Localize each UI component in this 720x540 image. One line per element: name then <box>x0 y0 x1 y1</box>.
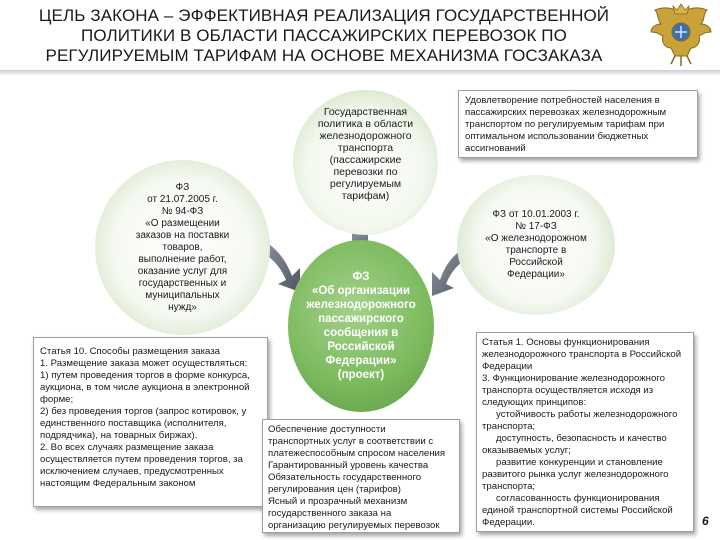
principles-box: Обеспечение доступности транспортных усл… <box>262 419 460 533</box>
box-line: Федерации. <box>482 517 535 528</box>
box-line: Статья 10. Способы размещения заказа <box>40 346 220 357</box>
article-10-box: Статья 10. Способы размещения заказа 1. … <box>33 337 268 507</box>
box-line: транспорта; <box>482 481 536 492</box>
box-line: транспортных услуг в соответствии с <box>268 436 434 447</box>
box-line: Ясный и прозрачный механизм <box>268 496 408 507</box>
goal-text-box: Удовлетворение потребностей населения в … <box>458 90 698 158</box>
circle-text: № 94-ФЗ <box>161 205 204 217</box>
circle-text: «О железнодорожном <box>485 233 587 244</box>
box-line: 3. Функционирование железнодорожного <box>482 373 665 384</box>
box-line: железнодорожного транспорта в Российской <box>482 349 682 360</box>
box-line: доступность, безопасность и качество <box>496 433 667 444</box>
box-line: государственного заказа на <box>268 508 392 519</box>
title-line-2: ПОЛИТИКИ В ОБЛАСТИ ПАССАЖИРСКИХ ПЕРЕВОЗО… <box>81 26 567 45</box>
box-line: единой транспортной системы Российской <box>482 505 673 516</box>
box-line: исключением случаев, предусмотренных <box>40 466 224 477</box>
circle-text: Российской <box>327 341 395 353</box>
box-line: аукциона, в том числе аукциона в электро… <box>40 382 250 393</box>
title-line-3: РЕГУЛИРУЕМЫМ ТАРИФАМ НА ОСНОВЕ МЕХАНИЗМА… <box>45 46 603 65</box>
circle-text: (проект) <box>337 369 385 381</box>
box-line: Гарантированный уровень качества <box>268 460 429 471</box>
circle-text: «О размещении <box>145 217 220 229</box>
article-1-box: Статья 1. Основы функционирования железн… <box>476 332 694 532</box>
law-17-fz-circle: ФЗ от 10.01.2003 г. № 17-ФЗ «О железнодо… <box>457 175 615 315</box>
circle-text: пассажирского <box>318 313 404 325</box>
box-line: оказываемых услуг; <box>482 445 571 456</box>
circle-text: (пассажирские <box>329 154 402 166</box>
box-line: Федерации <box>482 361 533 372</box>
circle-text: сообщения в <box>323 327 399 339</box>
circle-text: № 17-ФЗ <box>515 221 557 232</box>
circle-text: Федерации» <box>325 355 397 367</box>
box-line: 2. Во всех случаях размещение заказа <box>40 442 214 453</box>
circle-text: заказов на поставки <box>135 229 230 241</box>
circle-text: ФЗ <box>352 271 370 283</box>
draft-law-circle: ФЗ «Об организации железнодорожного пасс… <box>288 240 434 412</box>
box-line: настоящим Федеральным законом <box>40 478 196 489</box>
box-line: Обязательность государственного <box>268 472 422 483</box>
circle-text: транспорте в <box>505 245 567 256</box>
state-policy-circle: Государственная политика в области желез… <box>293 90 438 235</box>
circle-text: Российской <box>509 257 563 268</box>
page-number: 6 <box>702 514 709 528</box>
circle-text: выполнение работ, <box>138 253 227 265</box>
circle-text: нужд» <box>168 301 197 313</box>
box-line: 2) без проведения торгов (запрос котиров… <box>40 406 247 417</box>
circle-text: государственных и <box>138 277 227 289</box>
box-line: 1) путем проведения торгов в форме конку… <box>40 370 250 381</box>
double-headed-eagle-emblem-icon <box>650 3 712 66</box>
box-line: устойчивость работы железнодорожного <box>496 409 678 420</box>
circle-text: муниципальных <box>145 289 220 301</box>
box-line: транспорта; <box>482 421 536 432</box>
box-line: ассигнований <box>465 143 526 154</box>
circle-text: «Об организации <box>311 285 411 297</box>
box-line: следующих принципов: <box>482 397 587 408</box>
box-line: регулирования цен (тарифов) <box>268 484 401 495</box>
circle-text: политика в области <box>317 118 414 130</box>
box-line: развитого рынка услуг железнодорожного <box>482 469 669 480</box>
circle-text: железнодорожного <box>319 130 412 142</box>
circle-text: железнодорожного <box>306 299 416 311</box>
box-line: 1. Размещение заказа может осуществлятьс… <box>40 358 248 369</box>
box-line: Удовлетворение потребностей населения в <box>465 95 660 106</box>
title-divider <box>0 70 720 76</box>
box-line: Статья 1. Основы функционирования <box>482 337 650 348</box>
title-line-1: ЦЕЛЬ ЗАКОНА – ЭФФЕКТИВНАЯ РЕАЛИЗАЦИЯ ГОС… <box>38 6 610 25</box>
circle-text: ФЗ от 10.01.2003 г. <box>492 209 580 220</box>
box-line: единственного поставщика (исполнителя, <box>40 418 227 429</box>
circle-text: регулируемым <box>329 178 402 190</box>
circle-text: товаров, <box>162 241 203 253</box>
circle-text: ФЗ <box>175 181 190 193</box>
box-line: транспортом по регулируемым тарифам при <box>465 119 665 130</box>
circle-text: Государственная <box>323 106 408 118</box>
box-line: оптимальном использовании бюджетных <box>465 131 649 142</box>
circle-text: от 21.07.2005 г. <box>147 193 218 205</box>
box-line: пассажирских перевозках железнодорожным <box>465 107 667 118</box>
box-line: Обеспечение доступности <box>268 424 386 435</box>
box-line: платежеспособным спросом населения <box>268 448 446 459</box>
circle-text: транспорта <box>337 142 394 154</box>
box-line: транспорта осуществляется исходя из <box>482 385 654 396</box>
page-title: ЦЕЛЬ ЗАКОНА – ЭФФЕКТИВНАЯ РЕАЛИЗАЦИЯ ГОС… <box>8 6 640 66</box>
circle-text: Федерации» <box>507 269 565 280</box>
circle-text: тарифам) <box>341 190 390 202</box>
law-94-fz-circle: ФЗ от 21.07.2005 г. № 94-ФЗ «О размещени… <box>95 160 270 335</box>
box-line: осуществляется путем проведения торгов, … <box>40 454 243 465</box>
box-line: форме; <box>40 394 74 405</box>
circle-text: перевозки по <box>333 166 398 178</box>
box-line: подрядчика), на товарных биржах). <box>40 430 198 441</box>
box-line: развитие конкуренции и становление <box>496 457 663 468</box>
circle-text: оказание услуг для <box>137 265 228 277</box>
box-line: организацию регулируемых перевозок <box>268 520 440 531</box>
box-line: согласованность функционирования <box>496 493 660 504</box>
